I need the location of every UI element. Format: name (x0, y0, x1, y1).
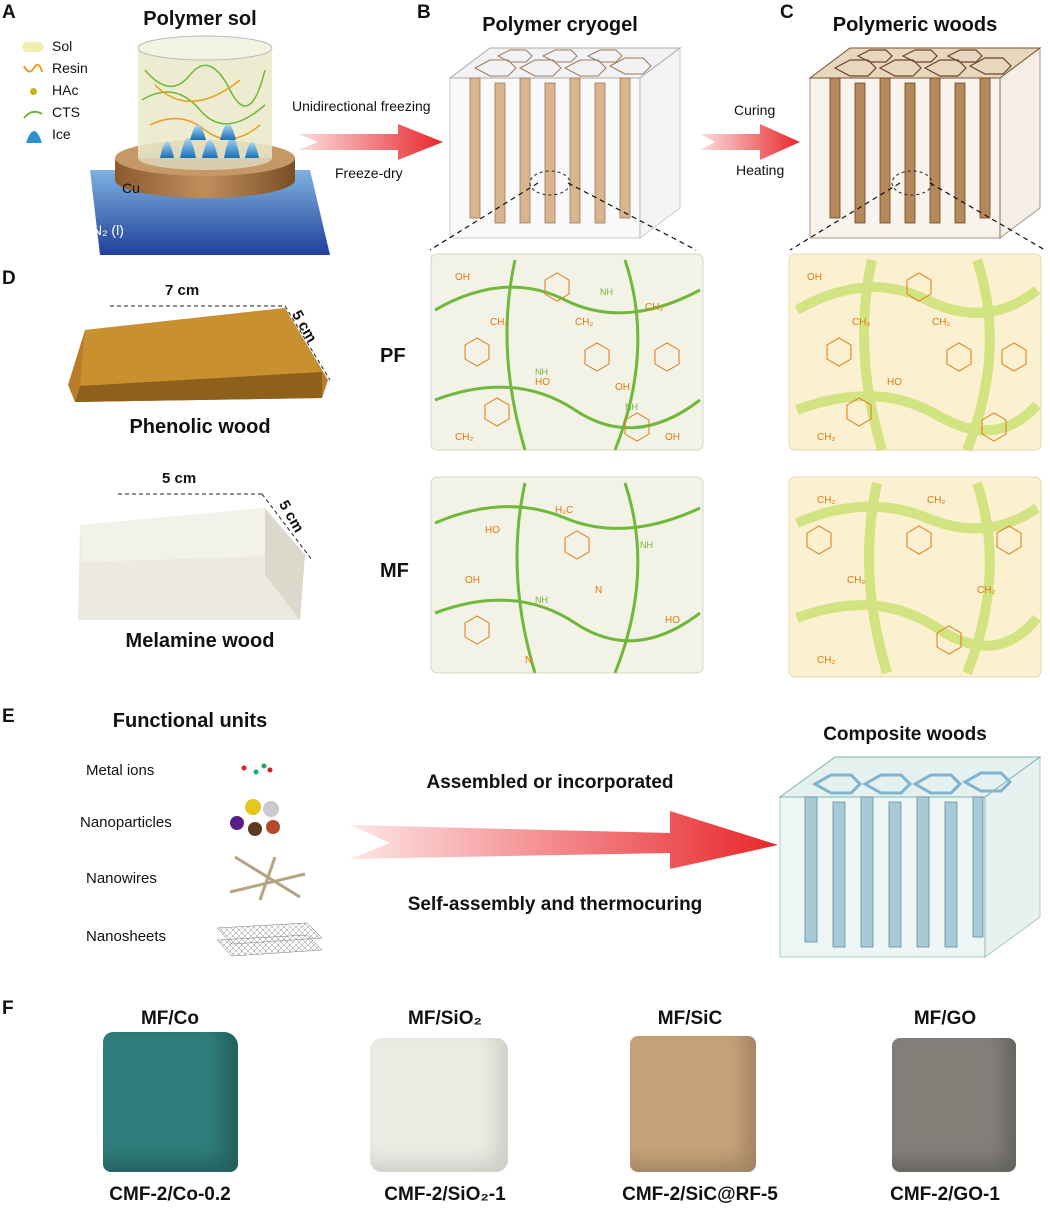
panel-letter-d: D (2, 268, 16, 289)
hac-dot-icon (30, 88, 37, 95)
svg-text:CH₂: CH₂ (927, 495, 945, 506)
cu-label: Cu (122, 180, 140, 196)
functional-units-heading: Functional units (112, 710, 268, 732)
svg-text:N: N (595, 585, 602, 596)
svg-text:N: N (525, 655, 532, 666)
arrow-bc-bottom-text: Heating (736, 162, 785, 178)
svg-text:NH: NH (625, 402, 638, 412)
panel-a-title: Polymer sol (143, 8, 257, 30)
arrow-bc-top-text: Curing (734, 102, 776, 118)
cube-photo-sic (630, 1036, 756, 1172)
svg-text:HO: HO (535, 377, 550, 388)
svg-text:HO: HO (485, 525, 500, 536)
svg-text:NH: NH (600, 287, 613, 297)
svg-text:OH: OH (807, 272, 822, 283)
svg-text:NH: NH (535, 367, 548, 377)
nanoparticles-icon (230, 799, 280, 836)
n2-label: N₂ (l) (92, 222, 124, 238)
panel-letter-c: C (780, 2, 794, 23)
svg-text:CH₂: CH₂ (847, 575, 865, 586)
panel-letter-f: F (2, 998, 14, 1019)
svg-text:NH: NH (535, 595, 548, 605)
pf-row-label: PF (380, 345, 406, 367)
cts-line-icon (23, 110, 43, 119)
phenolic-wood-photo (68, 305, 331, 402)
svg-text:HO: HO (887, 377, 902, 388)
resin-squiggle-icon (23, 63, 43, 73)
svg-text:NH: NH (640, 540, 653, 550)
svg-text:OH: OH (465, 575, 480, 586)
pf-cryogel-network-card: OH CH₂ CH₂ CH₂ HO OH CH₂ OH NH NH NH (430, 253, 704, 451)
svg-text:OH: OH (455, 272, 470, 283)
svg-text:CH₂: CH₂ (455, 432, 473, 443)
unit-nanoparticles: Nanoparticles (80, 814, 172, 831)
cryogel-honeycomb-illustration (448, 47, 682, 239)
phenolic-wood-caption: Phenolic wood (129, 416, 271, 438)
arrow-e-top-text: Assembled or incorporated (426, 772, 674, 793)
panel-b-title: Polymer cryogel (482, 14, 638, 36)
sol-blob-icon (22, 42, 44, 52)
mf-wood-network-card: CH₂ CH₂ CH₂ CH₂ CH₂ (788, 476, 1042, 678)
unit-metal-ions: Metal ions (86, 762, 155, 779)
unit-nanosheets: Nanosheets (86, 928, 167, 945)
svg-text:CH₂: CH₂ (817, 655, 835, 666)
svg-text:OH: OH (665, 432, 680, 443)
svg-text:CH₂: CH₂ (977, 585, 995, 596)
phenolic-width-label: 7 cm (165, 282, 200, 299)
cube-caption-sio2: CMF-2/SiO₂-1 (384, 1184, 506, 1205)
svg-text:CH₂: CH₂ (575, 317, 593, 328)
cube-caption-sic: CMF-2/SiC@RF-5 (622, 1184, 778, 1205)
unit-nanowires: Nanowires (86, 870, 157, 887)
pf-wood-network-card: OH CH₂ CH₂ HO CH₂ (788, 253, 1042, 452)
cube-photo-co (103, 1032, 238, 1172)
arrow-e-icon (350, 811, 778, 869)
svg-text:H₂C: H₂C (555, 505, 573, 516)
cube-title-sio2: MF/SiO₂ (408, 1008, 482, 1029)
arrow-ab-top-text: Unidirectional freezing (292, 98, 431, 114)
svg-text:OH: OH (615, 382, 630, 393)
polymeric-wood-illustration (808, 47, 1042, 239)
composite-wood-illustration (778, 756, 1042, 958)
svg-text:CH₂: CH₂ (817, 495, 835, 506)
zoom-guide-lines (429, 182, 1046, 251)
svg-text:CH₂: CH₂ (645, 302, 663, 313)
cube-title-go: MF/GO (913, 1008, 977, 1029)
panel-letter-b: B (417, 2, 431, 23)
composite-woods-title: Composite woods (823, 724, 987, 745)
svg-text:CH₂: CH₂ (932, 317, 950, 328)
arrow-ab-bottom-text: Freeze-dry (335, 165, 403, 181)
nanowires-icon (229, 855, 306, 901)
freezing-setup-illustration (90, 35, 330, 255)
svg-text:HO: HO (665, 615, 680, 626)
cube-photo-sio2 (370, 1038, 508, 1172)
svg-text:CH₂: CH₂ (852, 317, 870, 328)
arrow-bc-icon (700, 124, 800, 160)
melamine-wood-photo (78, 493, 313, 620)
mf-row-label: MF (380, 560, 409, 582)
cube-title-co: MF/Co (140, 1008, 200, 1029)
cube-title-sic: MF/SiC (657, 1008, 723, 1029)
ice-dome-icon (26, 131, 42, 143)
arrow-e-bottom-text: Self-assembly and thermocuring (407, 894, 703, 915)
cube-photo-go (892, 1038, 1016, 1172)
panel-letter-a: A (2, 2, 16, 23)
metal-ions-icon (241, 763, 273, 775)
panel-c-title: Polymeric woods (832, 14, 998, 36)
panel-letter-e: E (2, 706, 15, 727)
arrow-ab-icon (298, 124, 443, 160)
svg-text:CH₂: CH₂ (817, 432, 835, 443)
melamine-wood-caption: Melamine wood (125, 630, 275, 652)
cube-caption-go: CMF-2/GO-1 (890, 1184, 1000, 1205)
svg-text:CH₂: CH₂ (490, 317, 508, 328)
mf-cryogel-network-card: HO H₂C OH N HO N NH NH (430, 476, 704, 674)
cube-caption-co: CMF-2/Co-0.2 (109, 1184, 231, 1205)
nanosheets-icon (216, 922, 323, 957)
melamine-width-label: 5 cm (162, 470, 197, 487)
